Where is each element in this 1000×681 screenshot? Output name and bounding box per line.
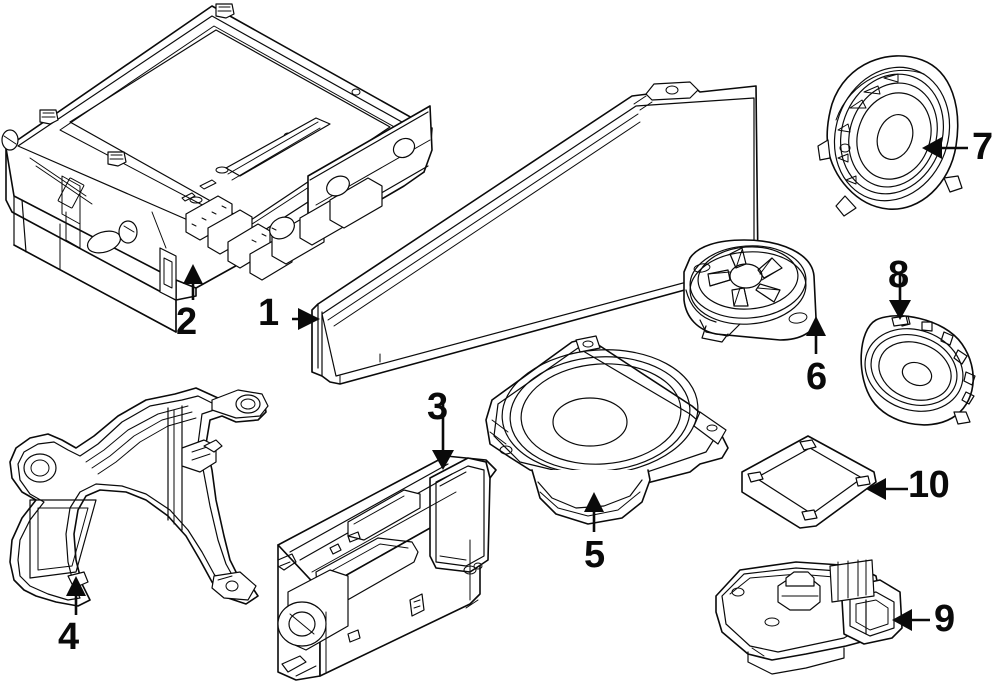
callout-number-5[interactable]: 5 [584,534,605,576]
callout-number-9[interactable]: 9 [934,598,955,640]
part-8-oval-speaker-front [860,315,976,426]
head-unit-connectors [185,137,416,281]
callout-number-10[interactable]: 10 [908,464,950,506]
callout-number-1[interactable]: 1 [258,292,279,334]
callout-number-6[interactable]: 6 [806,356,827,398]
part-7-oval-speaker-rear [817,55,963,217]
part-4-mounting-bracket [9,387,269,607]
callout-number-4[interactable]: 4 [58,616,79,658]
part-6-midrange-speaker [683,239,817,343]
part-2-head-unit [1,3,433,333]
part-10-speaker-gasket [741,435,877,529]
callout-number-8[interactable]: 8 [888,254,909,296]
speaker-spoke-grille [707,247,783,307]
part-9-tweeter-with-duct [715,559,903,675]
callout-number-2[interactable]: 2 [176,301,197,343]
part-3-cd-changer-unit [277,455,497,681]
part-5-woofer-speaker [485,335,729,525]
callout-number-3[interactable]: 3 [427,386,448,428]
callout-leaders [66,137,968,631]
part-1-trim-panel [311,81,759,385]
head-unit-fasteners [39,3,235,167]
callout-number-7[interactable]: 7 [972,126,993,168]
